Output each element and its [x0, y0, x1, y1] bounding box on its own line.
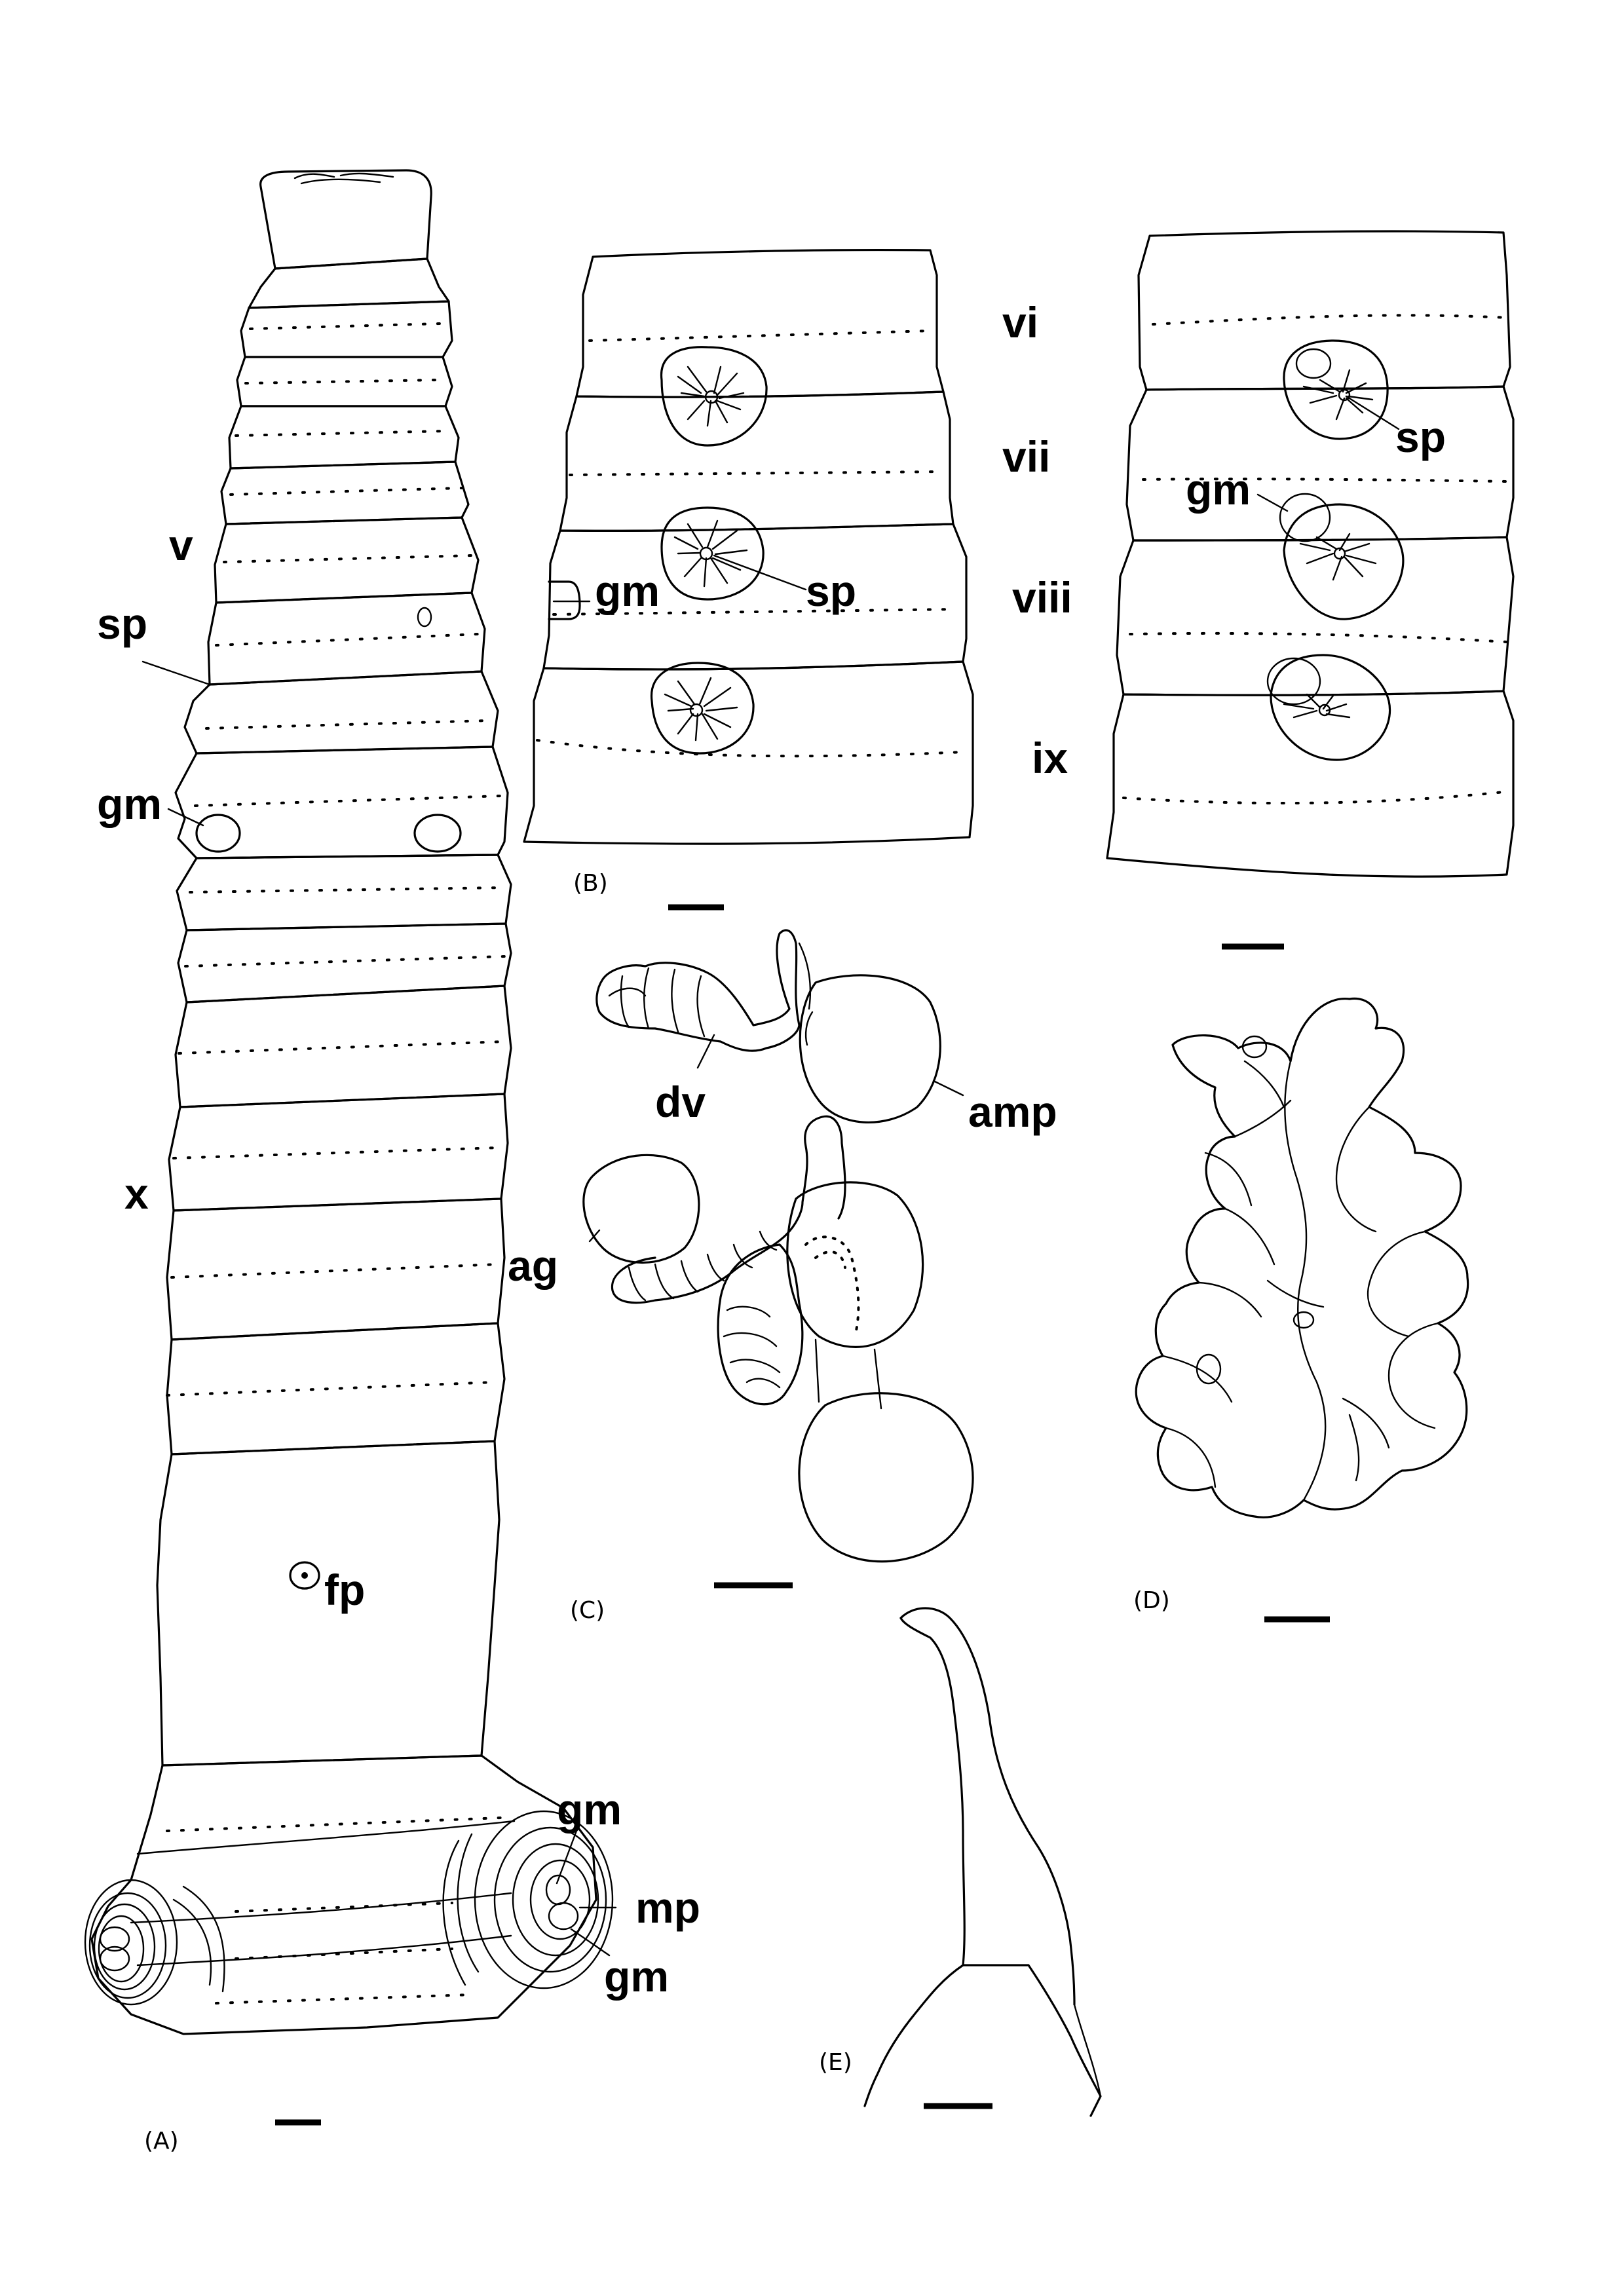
- label-gm: gm: [97, 780, 162, 828]
- spermathecal-pad-vii: [660, 506, 765, 601]
- panel-b-labels: gm sp vi vii viii ix (B): [573, 298, 1072, 911]
- porophore-left: [84, 1879, 225, 2006]
- label-segment-ix: ix: [1032, 734, 1068, 782]
- pad-b2-1: [1283, 339, 1389, 440]
- panel-a-worm-body: [84, 169, 617, 2035]
- pad-b2-2: [1279, 493, 1405, 620]
- panel-b2-segments: [1106, 230, 1515, 878]
- label-segment-x: x: [124, 1169, 149, 1218]
- label-segment-v: v: [169, 521, 193, 569]
- panel-caption-c: (C): [570, 1597, 605, 1624]
- label-gm-upper: gm: [557, 1785, 622, 1834]
- panel-caption-a: (A): [144, 2128, 179, 2155]
- panel-a-labels: v sp gm x fp gm mp gm (A): [97, 521, 700, 2155]
- label-ag: ag: [508, 1241, 558, 1290]
- panel-caption-e: (E): [819, 2049, 852, 2076]
- label-b2-sp: sp: [1395, 413, 1446, 461]
- panel-b2-labels: sp gm: [1186, 413, 1446, 950]
- genital-marking-b: [548, 580, 581, 620]
- panel-c-spermatheca: [582, 929, 974, 1563]
- panel-e-organ: [863, 1607, 1102, 2117]
- spermathecal-pad-viii: [651, 662, 755, 755]
- panel-e-labels: (E): [819, 2049, 992, 2109]
- label-mp: mp: [635, 1883, 700, 1932]
- panel-caption-b: (B): [573, 870, 608, 897]
- label-amp: amp: [968, 1087, 1057, 1136]
- female-pore: [289, 1561, 320, 1590]
- porophore-right: [442, 1810, 614, 1989]
- spermathecal-pore-marker: [417, 607, 432, 628]
- panel-d-labels: (D): [1133, 1587, 1330, 1623]
- panel-b-segments: [523, 248, 974, 845]
- label-segment-viii: viii: [1012, 573, 1072, 622]
- label-gm-lower: gm: [604, 1952, 669, 2001]
- genital-marking-left: [195, 814, 241, 853]
- label-dv: dv: [655, 1078, 706, 1126]
- pad-b2-3: [1266, 654, 1391, 761]
- label-b-sp: sp: [806, 567, 856, 615]
- label-segment-vii: vii: [1002, 432, 1050, 481]
- label-b-gm: gm: [595, 567, 660, 615]
- panel-c-labels: dv amp ag (C): [508, 1078, 1057, 1624]
- label-segment-vi: vi: [1002, 298, 1038, 347]
- panel-d-prostate: [1135, 997, 1469, 1518]
- label-fp: fp: [324, 1566, 365, 1614]
- spermathecal-pad-vi: [660, 346, 768, 447]
- genital-marking-b2: [1279, 493, 1331, 542]
- label-b2-gm: gm: [1186, 465, 1251, 514]
- panel-caption-d: (D): [1133, 1587, 1170, 1614]
- genital-marking-right: [413, 814, 462, 853]
- label-sp: sp: [97, 599, 147, 648]
